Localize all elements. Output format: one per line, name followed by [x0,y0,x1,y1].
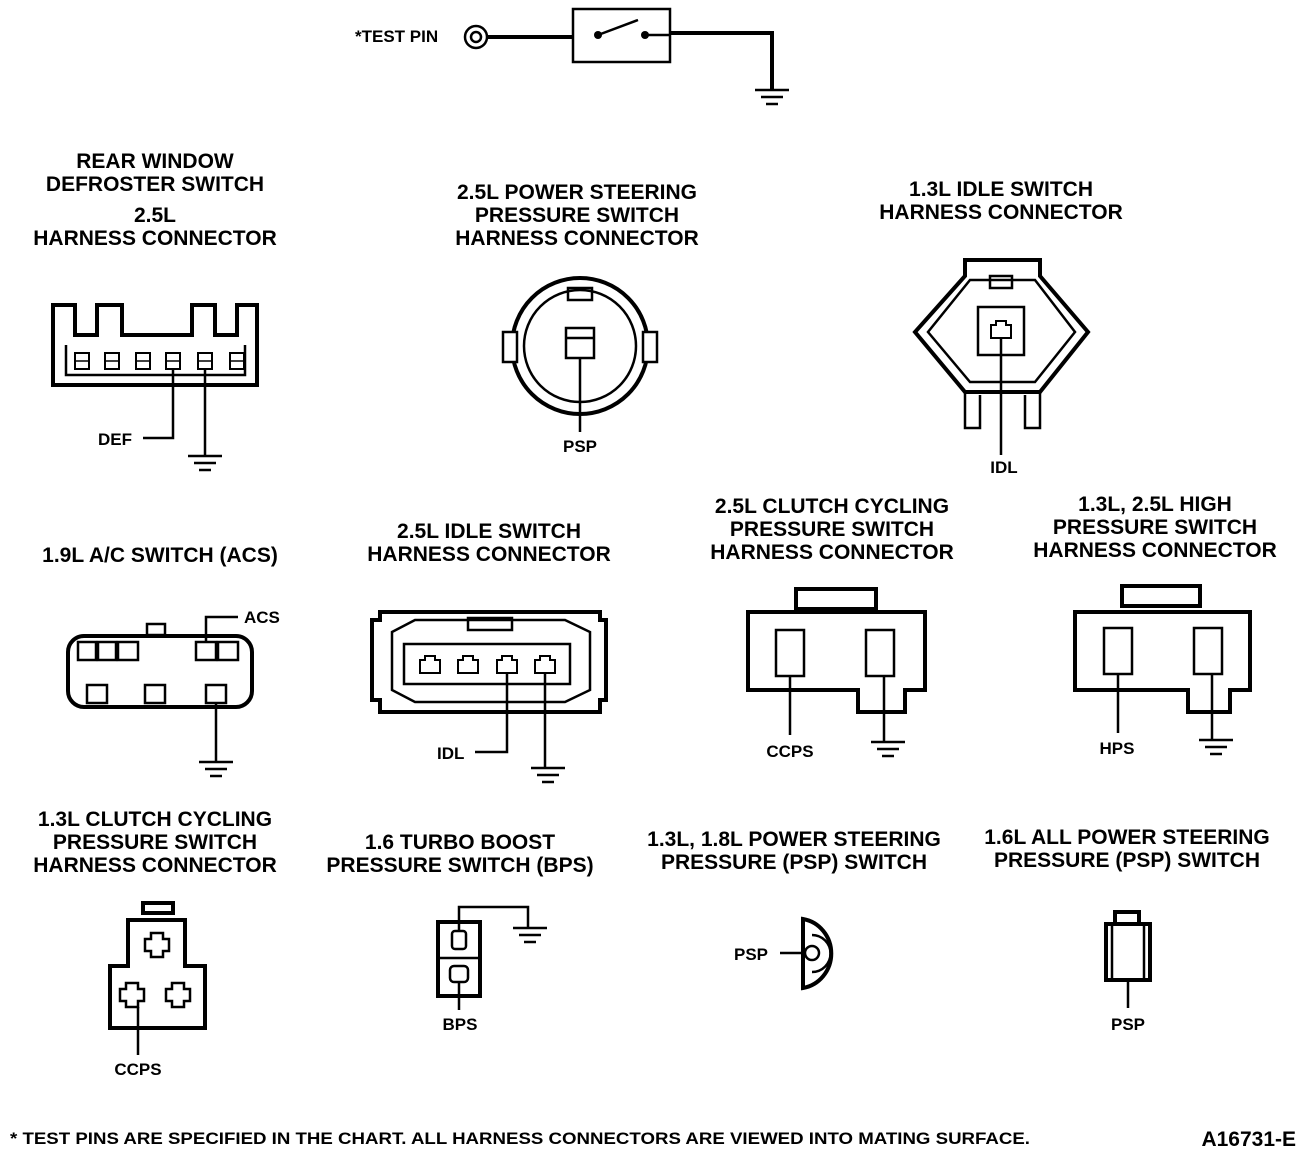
connector-title: PRESSURE (PSP) SWITCH [994,849,1260,872]
connector-title: PRESSURE SWITCH (BPS) [326,854,593,877]
pin-label-bps: BPS [443,1015,478,1034]
connector-title: 2.5L POWER STEERING [457,181,697,204]
connector-title: HARNESS CONNECTOR [455,227,698,250]
pin-label-psp: PSP [563,437,597,456]
connector-title: 1.3L CLUTCH CYCLING [38,808,272,831]
connector-housing [108,918,207,1030]
pin-label-ccps: CCPS [114,1060,161,1079]
connector-title: REAR WINDOW [76,150,234,173]
connector-title: PRESSURE SWITCH [53,831,257,854]
connector-title: HARNESS CONNECTOR [367,543,610,566]
connector-title: 1.6L ALL POWER STEERING [984,826,1270,849]
ground-icon [753,88,791,106]
connector-housing [370,610,608,714]
pin-label-psp: PSP [1111,1015,1145,1034]
connector-housing [746,610,927,714]
pin-label-acs: ACS [244,608,280,627]
connector-housing [51,303,259,387]
connector-title: 1.9L A/C SWITCH (ACS) [42,544,278,567]
switch-body [801,916,834,991]
test-pin-label: *TEST PIN [355,27,438,46]
connector-title: 2.5L IDLE SWITCH [397,520,581,543]
connector-title: PRESSURE (PSP) SWITCH [661,851,927,874]
connector-title: PRESSURE SWITCH [1053,516,1257,539]
ground-icon [1197,738,1235,756]
ground-icon [869,740,907,758]
connector-housing [1073,610,1252,714]
connector-title: PRESSURE SWITCH [475,204,679,227]
ac-1-9l-connector: 1.9L A/C SWITCH (ACS) ACS [42,544,280,778]
connector-title: 1.3L, 1.8L POWER STEERING [647,828,941,851]
pin-label-hps: HPS [1100,739,1135,758]
idle-2-5l-connector: 2.5L IDLE SWITCH HARNESS CONNECTOR IDL [367,520,611,784]
psp-2-5l-connector: 2.5L POWER STEERING PRESSURE SWITCH HARN… [455,181,698,456]
ground-icon [511,926,549,944]
footnote: * TEST PINS ARE SPECIFIED IN THE CHART. … [10,1129,1030,1148]
ground-icon [186,454,224,472]
connector-title: HARNESS CONNECTOR [1033,539,1276,562]
connector-title: HARNESS CONNECTOR [710,541,953,564]
rear-window-defroster-connector: REAR WINDOW DEFROSTER SWITCH 2.5L HARNES… [33,150,277,472]
connector-title: HARNESS CONNECTOR [33,854,276,877]
connector-title: 2.5L CLUTCH CYCLING [715,495,949,518]
idle-1-3l-connector: 1.3L IDLE SWITCH HARNESS CONNECTOR IDL [879,178,1122,477]
ccps-1-3l-connector: 1.3L CLUTCH CYCLING PRESSURE SWITCH HARN… [33,808,276,1079]
connector-title: HARNESS CONNECTOR [33,227,276,250]
ground-icon [529,766,567,784]
figure-id: A16731-E [1201,1128,1296,1151]
test-pin-circuit: *TEST PIN [355,7,791,106]
ground-icon [197,760,235,778]
pin-label-psp: PSP [734,945,768,964]
hps-1-3l-2-5l-connector: 1.3L, 2.5L HIGH PRESSURE SWITCH HARNESS … [1033,493,1276,758]
connector-title: 1.3L, 2.5L HIGH [1078,493,1232,516]
pin-label-def: DEF [98,430,132,449]
connector-title: 1.3L IDLE SWITCH [909,178,1093,201]
bps-1-6-turbo-connector: 1.6 TURBO BOOST PRESSURE SWITCH (BPS) BP… [326,831,593,1034]
connector-title: 1.6 TURBO BOOST [365,831,555,854]
connector-title: HARNESS CONNECTOR [879,201,1122,224]
test-pin-terminal-icon [463,24,489,50]
psp-1-6l-all-switch: 1.6L ALL POWER STEERING PRESSURE (PSP) S… [984,826,1270,1034]
pin-label-idl: IDL [437,744,464,763]
pin-label-ccps: CCPS [766,742,813,761]
connector-title: DEFROSTER SWITCH [46,173,264,196]
psp-1-3l-1-8l-switch: 1.3L, 1.8L POWER STEERING PRESSURE (PSP)… [647,828,941,991]
pin-label-idl: IDL [990,458,1017,477]
connector-title: 2.5L [134,204,176,227]
ccps-2-5l-connector: 2.5L CLUTCH CYCLING PRESSURE SWITCH HARN… [710,495,953,761]
connector-title: PRESSURE SWITCH [730,518,934,541]
